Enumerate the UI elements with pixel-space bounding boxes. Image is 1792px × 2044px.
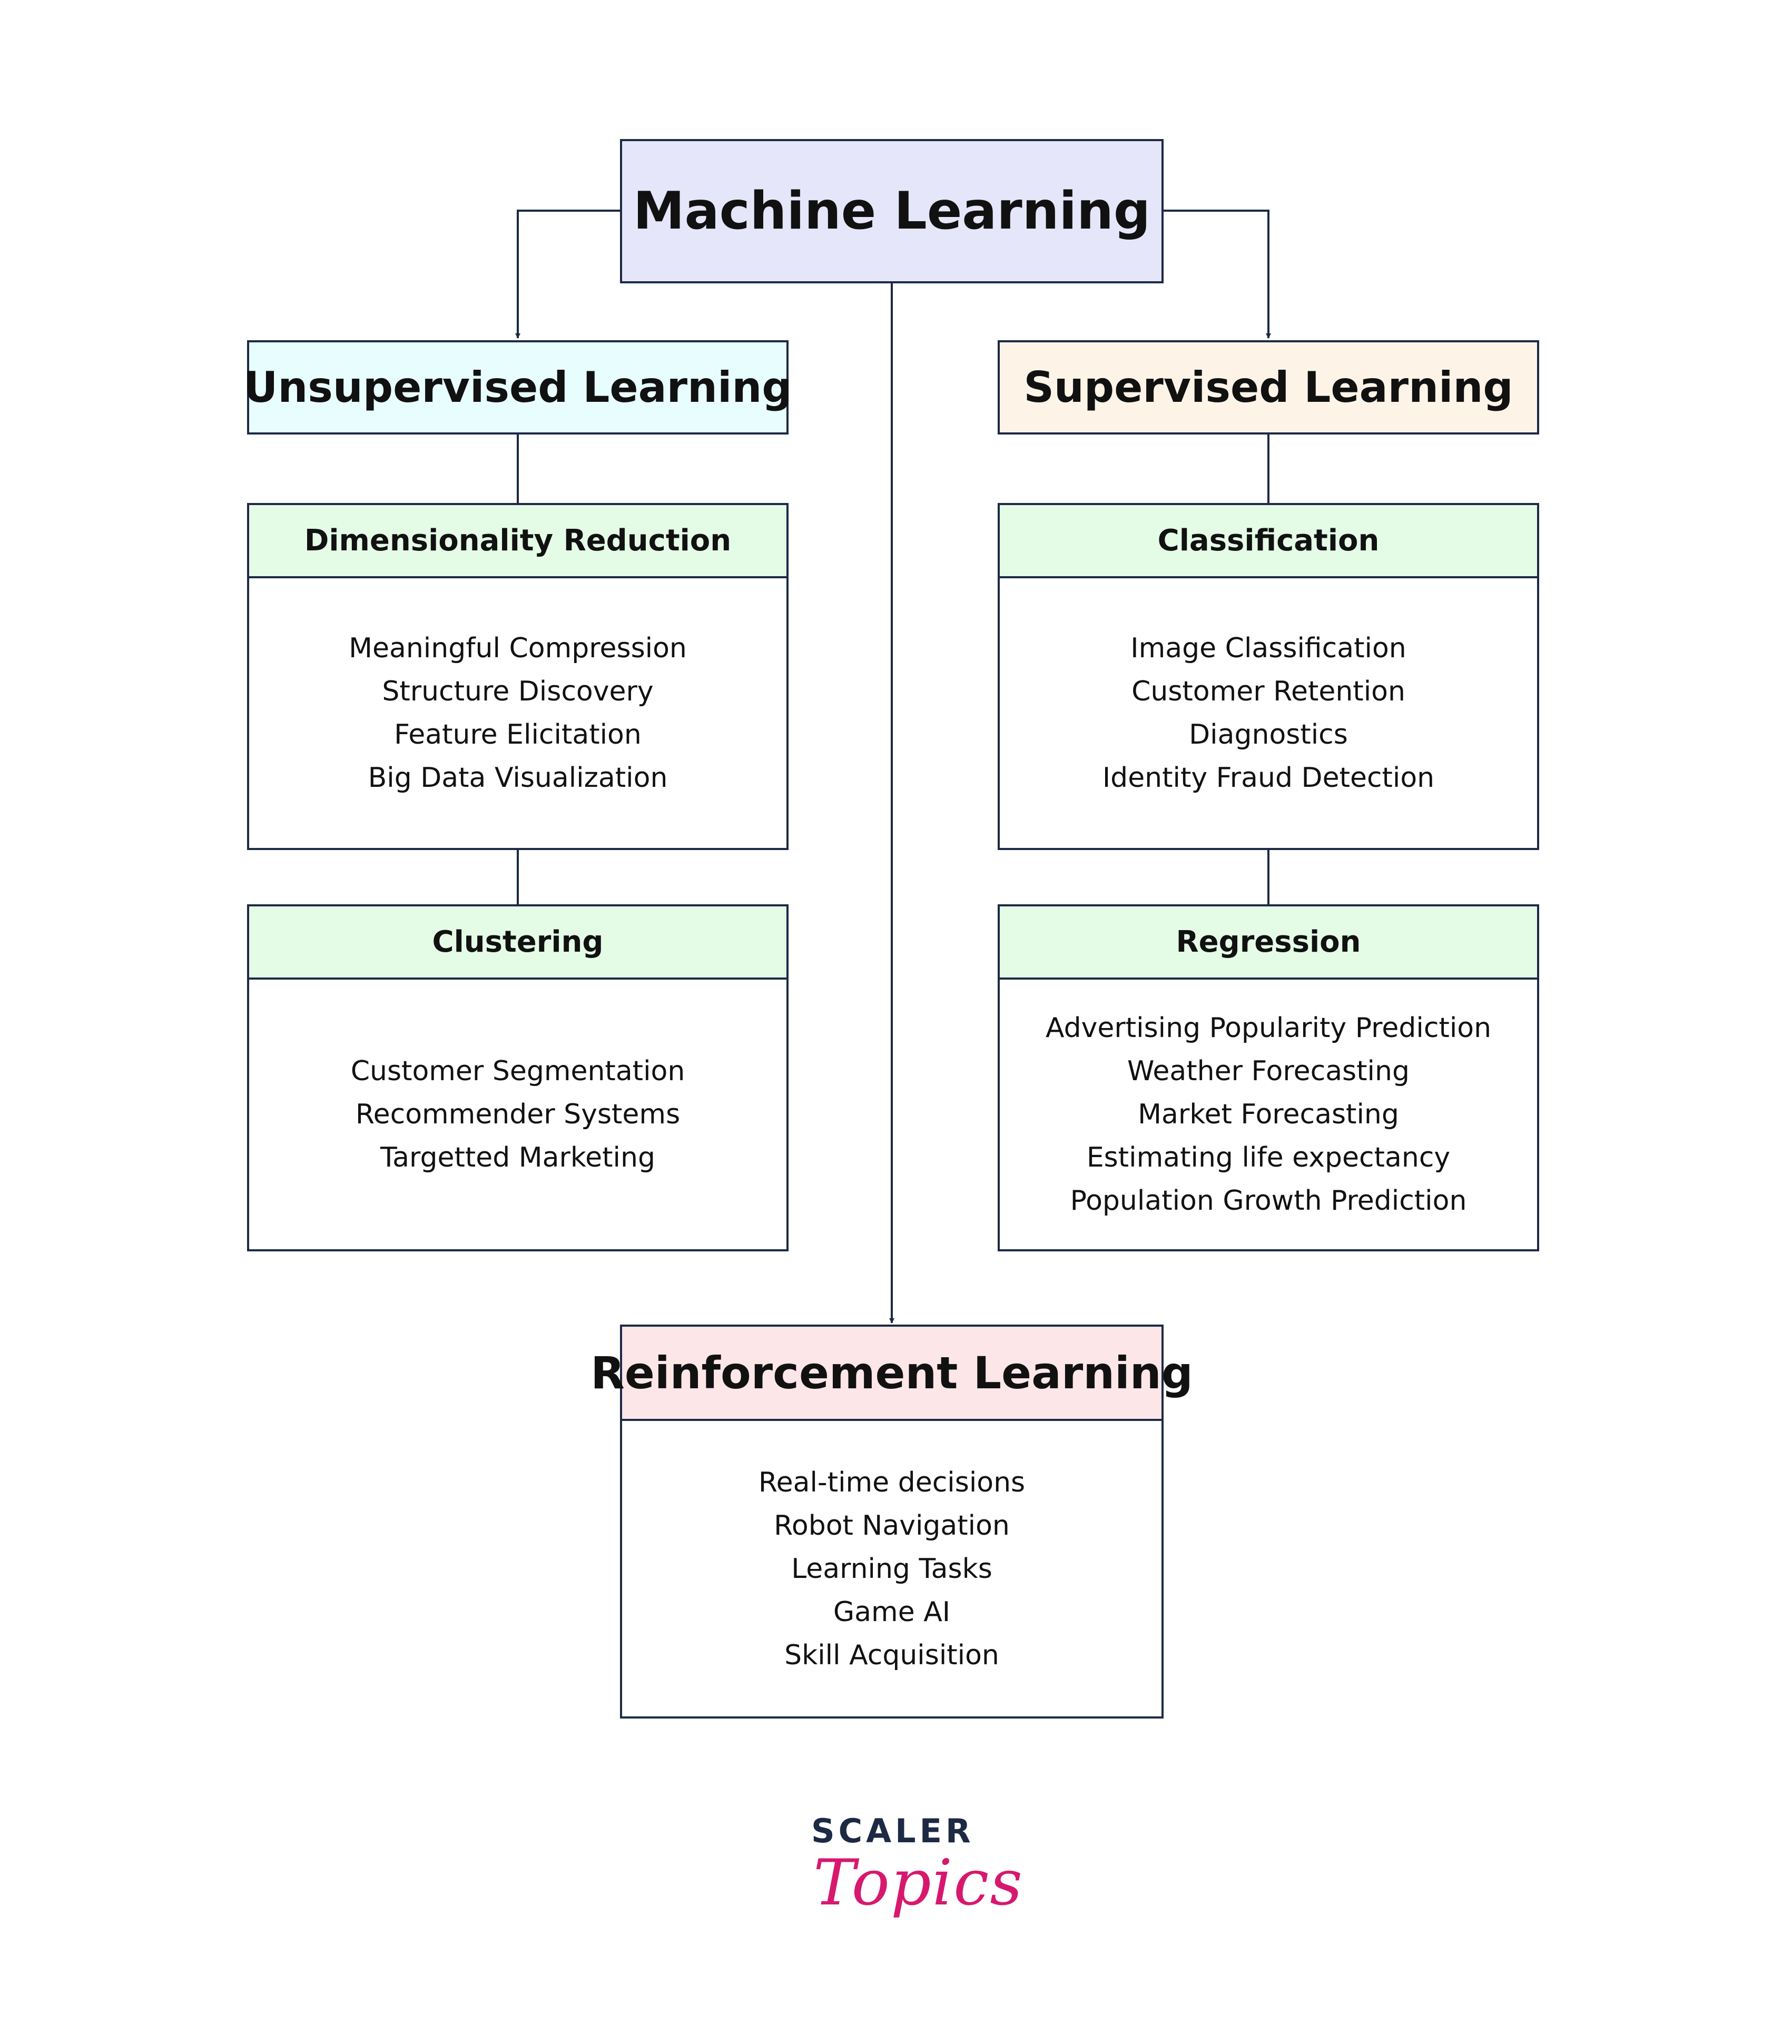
regression-heading: Regression (1000, 906, 1537, 980)
list-item: Weather Forecasting (1127, 1055, 1410, 1087)
regression-list: Advertising Popularity Prediction Weathe… (1000, 980, 1537, 1249)
dimensionality-reduction-box: Dimensionality Reduction Meaningful Comp… (247, 503, 789, 850)
list-item: Structure Discovery (382, 676, 654, 707)
list-item: Customer Retention (1131, 676, 1405, 707)
list-item: Diagnostics (1189, 719, 1348, 751)
machine-learning-title: Machine Learning (633, 181, 1151, 241)
arrow-root-to-supervised (1164, 210, 1271, 339)
list-item: Population Growth Prediction (1070, 1185, 1467, 1217)
list-item: Customer Segmentation (350, 1055, 685, 1087)
regression-box: Regression Advertising Popularity Predic… (998, 904, 1539, 1251)
classification-box: Classification Image Classification Cust… (998, 503, 1539, 850)
logo-script: Topics (813, 1846, 1023, 1920)
unsupervised-learning-node: Unsupervised Learning (243, 340, 792, 435)
classification-heading: Classification (1000, 505, 1537, 578)
list-item: Learning Tasks (791, 1553, 992, 1585)
list-item: Robot Navigation (774, 1509, 1010, 1542)
list-item: Big Data Visualization (368, 762, 668, 794)
clustering-box: Clustering Customer Segmentation Recomme… (247, 904, 789, 1251)
list-item: Image Classification (1130, 633, 1406, 664)
list-item: Estimating life expectancy (1086, 1142, 1451, 1173)
classification-list: Image Classification Customer Retention … (1000, 578, 1537, 848)
list-item: Game AI (833, 1596, 951, 1628)
clustering-list: Customer Segmentation Recommender System… (249, 980, 786, 1249)
arrow-root-to-unsupervised (515, 210, 620, 339)
list-item: Advertising Popularity Prediction (1045, 1012, 1492, 1044)
list-item: Meaningful Compression (349, 633, 687, 664)
list-item: Identity Fraud Detection (1102, 762, 1435, 794)
list-item: Targetted Marketing (380, 1142, 655, 1173)
scaler-topics-logo: SCALER Topics (811, 1812, 1022, 1943)
unsupervised-learning-title: Unsupervised Learning (243, 363, 792, 412)
clustering-heading: Clustering (249, 906, 786, 980)
dimensionality-reduction-heading: Dimensionality Reduction (249, 505, 786, 578)
supervised-learning-node: Supervised Learning (998, 340, 1539, 435)
list-item: Real-time decisions (758, 1466, 1026, 1498)
reinforcement-learning-title: Reinforcement Learning (590, 1327, 1193, 1421)
reinforcement-learning-box: Reinforcement Learning Real-time decisio… (590, 1325, 1193, 1719)
reinforcement-learning-list: Real-time decisions Robot Navigation Lea… (622, 1421, 1161, 1716)
logo-wordmark: SCALER (811, 1812, 974, 1850)
supervised-learning-title: Supervised Learning (1023, 363, 1513, 412)
list-item: Feature Elicitation (394, 719, 642, 751)
list-item: Skill Acquisition (784, 1639, 999, 1671)
machine-learning-node: Machine Learning (620, 139, 1164, 283)
list-item: Recommender Systems (355, 1099, 681, 1130)
list-item: Market Forecasting (1138, 1099, 1399, 1130)
dimensionality-reduction-list: Meaningful Compression Structure Discove… (249, 578, 786, 848)
